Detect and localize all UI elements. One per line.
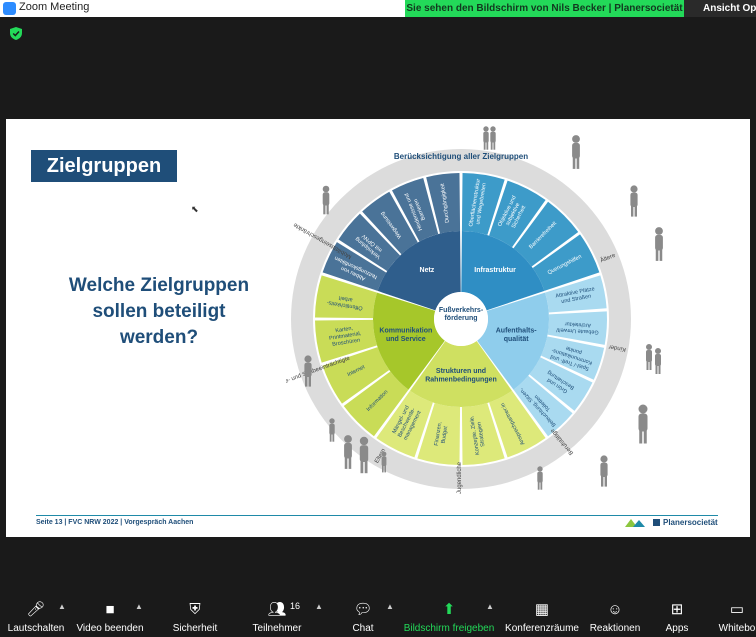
outer-sector bbox=[489, 180, 546, 248]
encryption-shield-icon bbox=[10, 27, 22, 40]
outer-sector-label: Durchgängigkeit bbox=[440, 182, 451, 223]
view-options-button[interactable]: Ansicht Opti bbox=[684, 0, 756, 17]
inner-sector bbox=[477, 292, 549, 390]
participant-count: 16 bbox=[290, 601, 301, 611]
outer-sector bbox=[322, 347, 390, 404]
chat-icon: 💬︎ bbox=[353, 601, 373, 618]
unmute-button[interactable]: 🎤︎ Lautschalten bbox=[0, 593, 72, 637]
reactions-icon: ☺ bbox=[607, 601, 623, 618]
security-button[interactable]: ⛨ Sicherheit bbox=[160, 593, 230, 637]
audio-options-chevron-icon[interactable]: ▲ bbox=[58, 602, 66, 611]
person-silhouette-icon bbox=[572, 135, 580, 169]
chat-options-chevron-icon[interactable]: ▲ bbox=[386, 602, 394, 611]
person-silhouette-icon bbox=[483, 126, 489, 150]
person-silhouette-icon bbox=[381, 451, 387, 473]
partner-logo bbox=[625, 519, 645, 527]
video-options-chevron-icon[interactable]: ▲ bbox=[135, 602, 143, 611]
slide-question: Welche Zielgruppen sollen beteiligt werd… bbox=[68, 275, 250, 348]
brand-name: Planersocietät bbox=[663, 518, 718, 527]
person-silhouette-icon bbox=[344, 435, 352, 469]
person-silhouette-icon bbox=[600, 455, 608, 487]
person-silhouette-icon bbox=[322, 185, 330, 215]
participants-button[interactable]: 👥︎ Teilnehmer bbox=[242, 593, 312, 637]
apps-button[interactable]: ⊞ Apps bbox=[652, 593, 702, 637]
outer-sector bbox=[343, 371, 409, 437]
ring-label: Berücksichtigung aller Zielgruppen bbox=[394, 152, 528, 161]
target-groups-wheel: Abbau vonNutzungskonfliktenVerknüpfungmi… bbox=[286, 126, 663, 494]
shared-slide: Zielgruppen ⬉ Welche Zielgruppen sollen … bbox=[6, 119, 750, 537]
inner-sector bbox=[377, 231, 461, 311]
wheel-center-label: Fußverkehrs-förderung bbox=[439, 307, 484, 322]
inner-sector-label: Aufenthalts-qualität bbox=[496, 328, 537, 344]
person-silhouette-icon bbox=[329, 418, 335, 442]
outer-sector bbox=[461, 402, 505, 465]
outer-sector-label: Finanzen,Budget bbox=[434, 421, 450, 447]
planersocietaet-logo-icon bbox=[653, 519, 660, 526]
shield-icon: ⛨ bbox=[189, 601, 201, 618]
person-silhouette-icon bbox=[304, 355, 312, 387]
outer-sector bbox=[513, 201, 579, 267]
meeting-toolbar: 🎤︎ Lautschalten ▲ ■ Video beenden ▲ ⛨ Si… bbox=[0, 593, 756, 637]
participants-icon: 👥︎ bbox=[267, 601, 287, 618]
stop-video-button[interactable]: ■ Video beenden bbox=[72, 593, 148, 637]
inner-sector-label: Netz bbox=[420, 267, 435, 274]
outer-sector bbox=[489, 390, 546, 458]
outer-sector bbox=[322, 242, 387, 291]
outer-sector bbox=[461, 173, 505, 236]
target-group-label: Jugendliche bbox=[457, 461, 463, 494]
wheel-center bbox=[434, 292, 488, 346]
outer-sector-label: Gebaute Umwelt/Architektur bbox=[556, 320, 600, 335]
slide-footer: Seite 13 | FVC NRW 2022 | Vorgespräch Aa… bbox=[36, 519, 194, 526]
window-title: Zoom Meeting bbox=[19, 1, 90, 13]
person-silhouette-icon bbox=[490, 126, 496, 150]
outer-sector bbox=[362, 191, 418, 255]
outer-sector bbox=[532, 234, 600, 291]
inner-sector-label: Infrastruktur bbox=[474, 267, 516, 274]
apps-icon: ⊞ bbox=[670, 601, 684, 618]
outer-sector bbox=[426, 173, 461, 234]
outer-sector bbox=[315, 275, 378, 319]
share-screen-icon: ⬆ bbox=[442, 601, 456, 618]
camera-icon: ■ bbox=[105, 601, 115, 618]
outer-sector bbox=[315, 319, 378, 363]
person-silhouette-icon bbox=[646, 344, 652, 370]
target-group-label: Kinder bbox=[608, 343, 626, 352]
share-screen-button[interactable]: ⬆ Bildschirm freigeben bbox=[400, 593, 498, 637]
inner-sector bbox=[461, 231, 545, 311]
outer-sector bbox=[338, 213, 401, 272]
person-silhouette-icon bbox=[638, 404, 648, 444]
person-silhouette-icon bbox=[630, 185, 638, 217]
outer-sector-label: Karten,Printmaterial,Broschüren bbox=[328, 324, 363, 348]
microphone-muted-icon: 🎤︎ bbox=[26, 601, 46, 618]
whiteboard-button[interactable]: ▭ Whitebo bbox=[712, 593, 756, 637]
breakout-rooms-icon: ▦ bbox=[534, 601, 550, 618]
outer-sector bbox=[513, 375, 573, 437]
zoom-logo-icon bbox=[3, 2, 16, 15]
share-options-chevron-icon[interactable]: ▲ bbox=[486, 602, 494, 611]
outer-sector bbox=[376, 390, 433, 458]
participants-options-chevron-icon[interactable]: ▲ bbox=[315, 602, 323, 611]
outer-sector bbox=[392, 177, 439, 242]
outer-sector bbox=[541, 336, 605, 380]
inner-sector bbox=[373, 292, 445, 390]
footer-divider bbox=[36, 515, 718, 516]
inner-sector bbox=[410, 341, 512, 407]
reactions-button[interactable]: ☺ Reaktionen bbox=[585, 593, 645, 637]
person-silhouette-icon bbox=[359, 436, 369, 474]
mouse-cursor-icon: ⬉ bbox=[191, 204, 199, 214]
chat-button[interactable]: 💬︎ Chat bbox=[335, 593, 391, 637]
slide-title: Zielgruppen bbox=[31, 150, 177, 182]
screen-share-banner: Sie sehen den Bildschirm von Nils Becker… bbox=[405, 0, 684, 17]
person-silhouette-icon bbox=[537, 466, 543, 490]
person-silhouette-icon bbox=[655, 227, 663, 261]
outer-sector bbox=[417, 402, 461, 465]
whiteboard-icon: ▭ bbox=[729, 601, 745, 618]
breakout-rooms-button[interactable]: ▦ Konferenzräume bbox=[502, 593, 582, 637]
outer-sector bbox=[547, 311, 607, 345]
outer-sector bbox=[544, 275, 607, 313]
outer-sector bbox=[529, 357, 593, 411]
person-silhouette-icon bbox=[655, 348, 661, 374]
